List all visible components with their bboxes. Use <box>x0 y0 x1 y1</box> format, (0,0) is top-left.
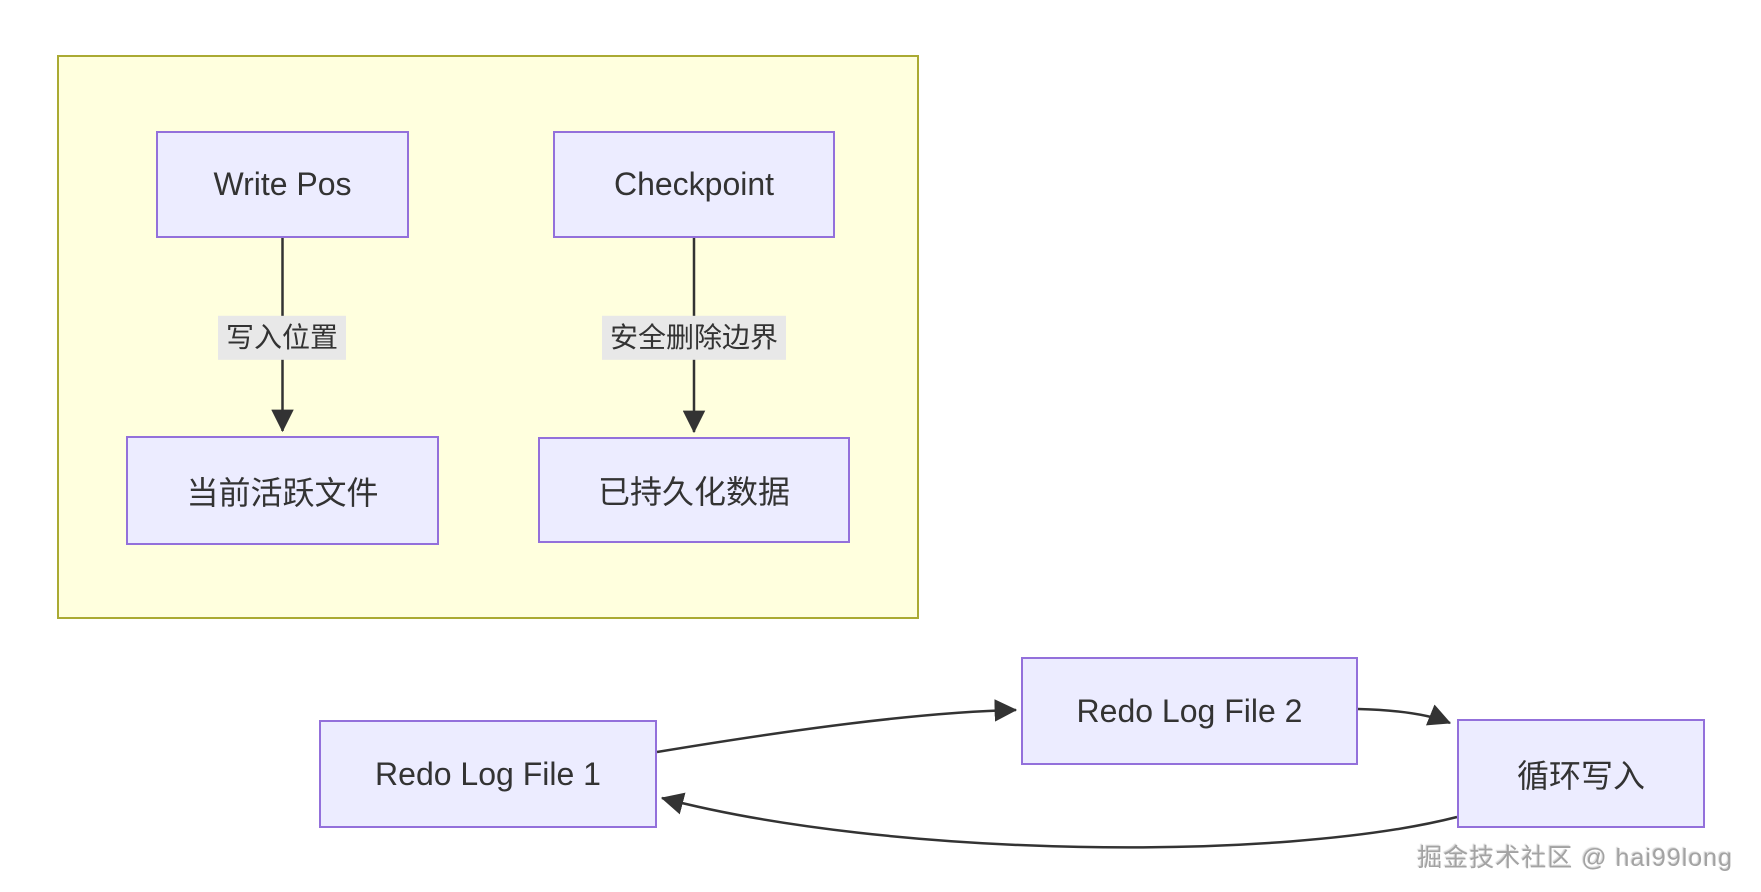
node-checkpoint: Checkpoint <box>553 131 835 238</box>
edge-circular-redo1 <box>660 792 1458 849</box>
node-redo-log-file-2: Redo Log File 2 <box>1021 657 1358 765</box>
edge-label-safe-delete-boundary: 安全删除边界 <box>601 315 787 361</box>
node-current-active-file: 当前活跃文件 <box>126 436 439 545</box>
node-persisted-data: 已持久化数据 <box>538 437 850 543</box>
watermark: 掘金技术社区 @ hai99long <box>1417 844 1733 872</box>
edge-label-write-position: 写入位置 <box>217 315 347 361</box>
edge-redo1-redo2 <box>656 699 1018 754</box>
node-write-pos: Write Pos <box>156 131 409 238</box>
node-circular-write: 循环写入 <box>1457 719 1705 828</box>
node-redo-log-file-1: Redo Log File 1 <box>319 720 657 828</box>
edge-redo2-circular <box>1357 704 1452 726</box>
